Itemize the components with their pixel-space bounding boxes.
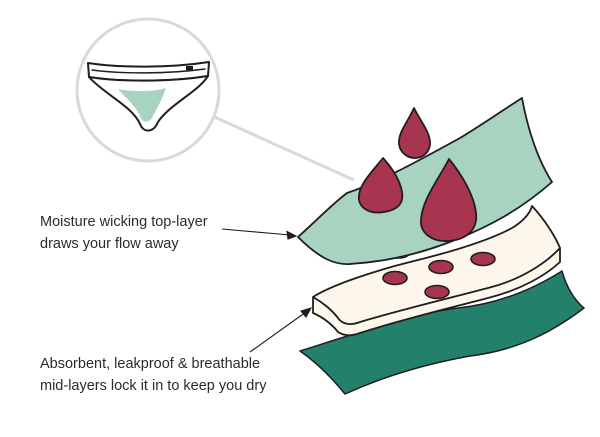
drop-icon bbox=[358, 157, 404, 214]
top-layer bbox=[297, 97, 553, 265]
mid-layers-callout-line2: mid-layers lock it in to keep you dry bbox=[40, 378, 267, 394]
arrow-top-layer-line bbox=[221, 228, 291, 236]
drop-icon bbox=[420, 158, 478, 242]
drop-icon bbox=[398, 107, 431, 159]
mid-layers-callout: Absorbent, leakproof & breathable mid-la… bbox=[40, 353, 266, 397]
absorbed-spot bbox=[428, 259, 454, 275]
mid-layers-callout-line1: Absorbent, leakproof & breathable bbox=[40, 356, 261, 372]
arrow-mid-layer-head bbox=[300, 307, 313, 318]
drops bbox=[358, 107, 478, 242]
absorbed-spot bbox=[424, 284, 450, 300]
underwear-icon bbox=[87, 61, 210, 132]
absorbed-spot bbox=[382, 270, 408, 286]
absorbed-spot bbox=[470, 251, 496, 267]
arrow-top-layer-head bbox=[286, 230, 298, 240]
arrows bbox=[221, 228, 313, 353]
top-layer-callout-line2: draws your flow away bbox=[40, 236, 179, 252]
top-layer-callout-line1: Moisture wicking top-layer bbox=[40, 214, 208, 230]
pad-zone bbox=[118, 88, 166, 122]
magnifier-connector-line bbox=[209, 113, 355, 182]
arrow-mid-layer-line bbox=[249, 311, 307, 353]
top-layer-callout: Moisture wicking top-layer draws your fl… bbox=[40, 211, 208, 255]
